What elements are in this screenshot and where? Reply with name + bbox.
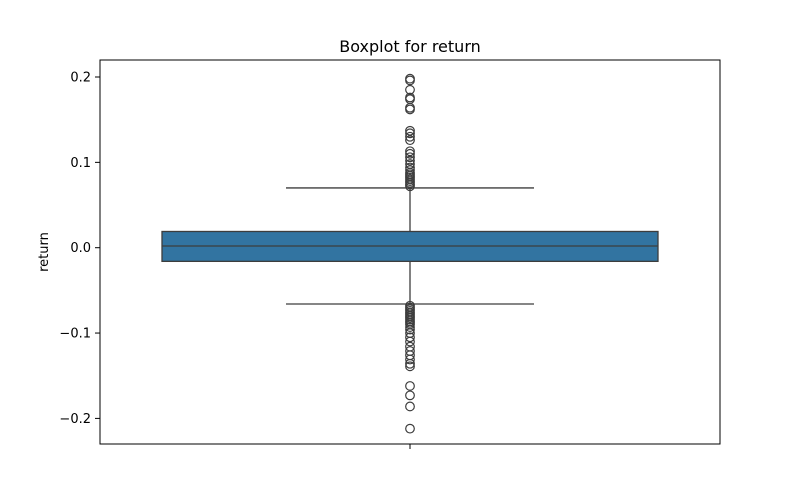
outlier-point [405,135,415,146]
outlier-point [405,131,415,142]
outlier-point [405,423,415,434]
y-tick-label: −0.2 [59,412,91,427]
outlier-point [405,401,415,412]
outlier-point [405,148,415,159]
y-tick-label: 0.2 [70,71,91,86]
outlier-point [405,358,415,369]
outlier-point [405,181,415,192]
outlier-point [405,390,415,401]
outlier-point [405,146,415,157]
outlier-point [405,152,415,163]
outlier-point [405,336,415,347]
outlier-point [405,332,415,343]
outlier-point [405,84,415,95]
outlier-point [405,361,415,372]
outlier-point [405,322,415,332]
chart-title: Boxplot for return [339,37,481,56]
y-tick-label: 0.1 [70,156,91,171]
y-tick-label: 0.0 [70,241,91,256]
outlier-point [405,381,415,391]
outlier-point [405,104,415,115]
outlier-point [405,165,415,175]
y-axis: −0.2 −0.1 0.0 0.1 0.2 [59,71,100,427]
outlier-point [405,125,415,136]
y-axis-label: return [37,232,52,272]
outlier-point [405,155,415,166]
plot-area [161,73,659,434]
outlier-point [405,128,415,139]
outlier-point [405,354,415,365]
y-tick-label: −0.1 [59,327,91,342]
outlier-point [405,75,415,86]
outlier-point [405,324,415,335]
